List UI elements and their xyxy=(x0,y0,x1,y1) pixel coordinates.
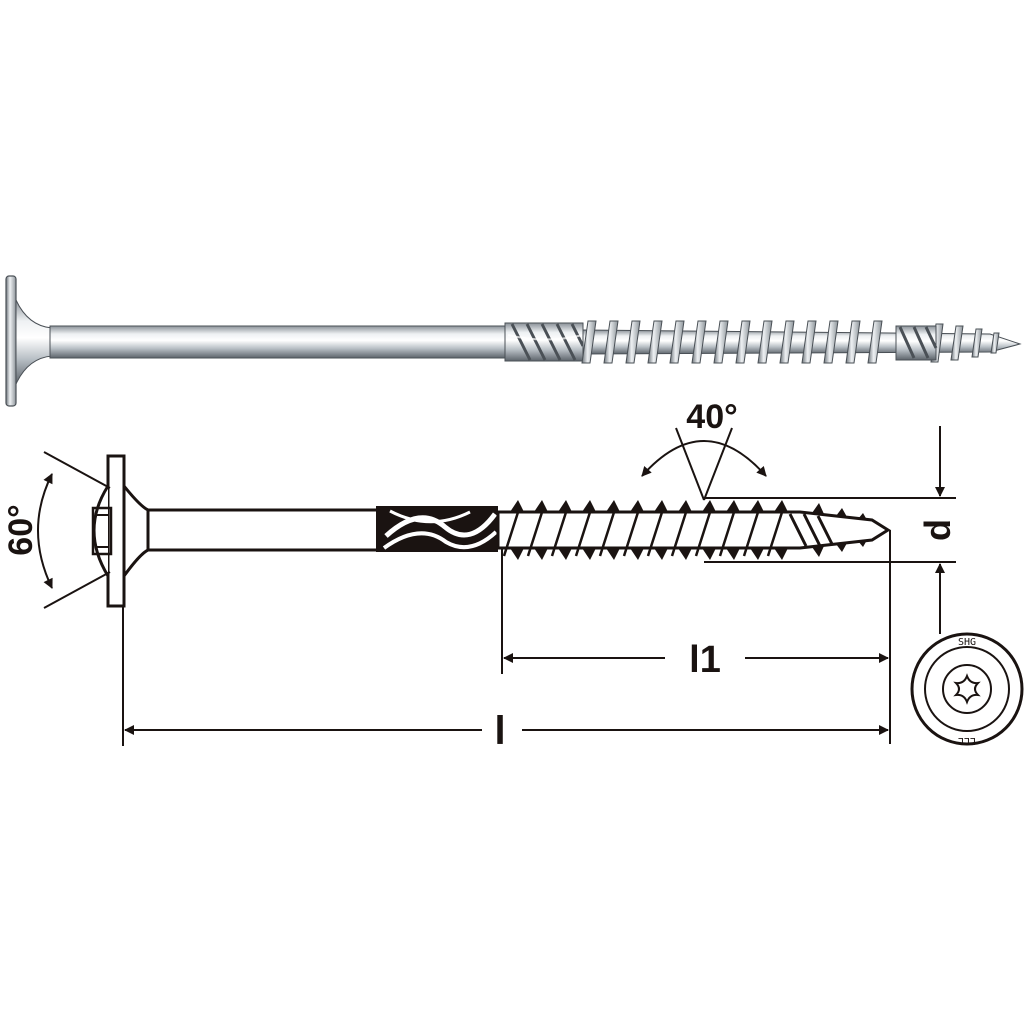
head-marking-bottom: LLL xyxy=(958,735,976,746)
thread-helix-drawing xyxy=(502,505,786,557)
recess-drawing xyxy=(91,506,113,556)
head-angle-dimension xyxy=(37,451,111,609)
shank-drawing xyxy=(148,508,378,552)
thread-core-drawing xyxy=(496,510,891,550)
total-length-dimension xyxy=(122,606,889,746)
thread-length-label: l1 xyxy=(689,639,721,681)
thread-length-dimension xyxy=(501,530,891,744)
screw-photo xyxy=(5,275,1022,407)
diameter-label: d xyxy=(917,519,958,541)
cutting-zone-photo xyxy=(895,325,938,361)
thread-crests-photo xyxy=(581,320,1000,364)
thread-flanks-drawing xyxy=(510,500,867,560)
cutting-zone-drawing xyxy=(788,513,834,547)
underhead-cone-drawing xyxy=(122,485,150,577)
milling-ribs-drawing xyxy=(376,506,498,552)
dome-head-drawing xyxy=(92,485,110,577)
torx-recess-icon xyxy=(953,673,981,705)
washer-head-photo xyxy=(5,275,17,407)
point-angle-dimension xyxy=(641,427,767,501)
head-top-view xyxy=(910,632,1024,746)
shank-photo xyxy=(49,325,511,359)
screw-drawing xyxy=(91,454,891,608)
underhead-cone-photo xyxy=(15,299,53,385)
total-length-label: l xyxy=(494,709,505,753)
point-angle-label: 40° xyxy=(686,398,737,436)
head-marking-top: SHG xyxy=(958,637,976,648)
diameter-dimension xyxy=(704,426,956,634)
milling-ribs-photo xyxy=(504,322,585,362)
head-angle-label: 60° xyxy=(2,504,40,555)
